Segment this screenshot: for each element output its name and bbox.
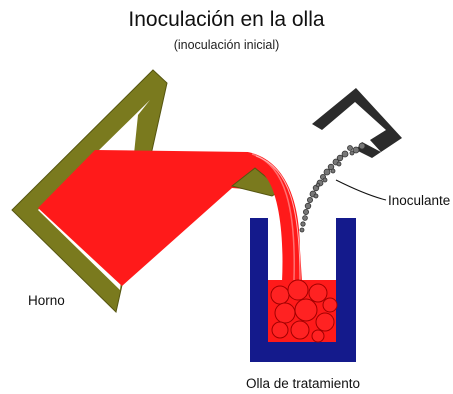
- furnace-molten-metal: [38, 150, 280, 286]
- inoculant-hopper: [312, 88, 402, 152]
- ladle-body: [250, 218, 356, 362]
- furnace-label: Horno: [28, 293, 65, 308]
- metal-stream: [248, 152, 302, 282]
- inoculant-leader-line: [335, 179, 387, 201]
- inoculant-grains: [299, 142, 366, 233]
- ladle-bubbles: [270, 279, 338, 343]
- diagram-title: Inoculación en la olla: [128, 8, 325, 31]
- ladle-label: Olla de tratamiento: [246, 376, 361, 391]
- inoculant-label: Inoculante: [388, 193, 451, 208]
- metal-stream-highlight-2: [255, 155, 301, 281]
- diagram-subtitle: (inoculación inicial): [173, 38, 280, 52]
